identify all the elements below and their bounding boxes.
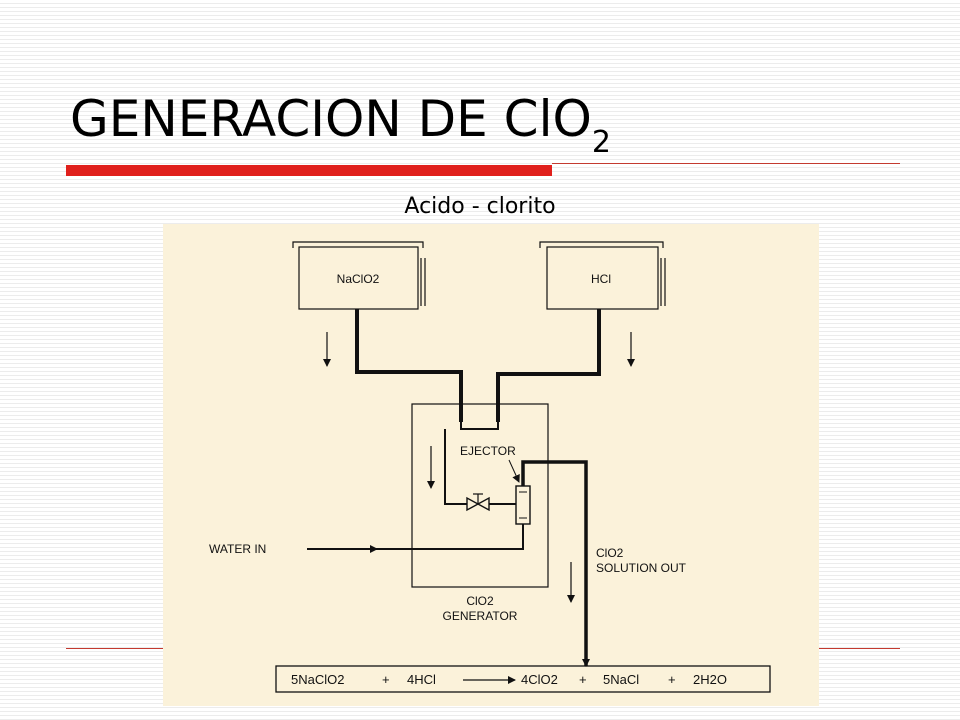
equation-box <box>275 665 771 693</box>
slide-title: GENERACION DE ClO2 <box>70 94 611 158</box>
equation-product-1: 4ClO2 <box>521 672 558 687</box>
title-underline-thin <box>552 163 900 164</box>
clo2-generator-diagram: NaClO2 HCl EJECTOR <box>163 224 819 706</box>
slide-title-main: GENERACION DE ClO <box>70 90 592 148</box>
ejector-pointer <box>508 459 520 483</box>
water-in-line <box>307 524 524 550</box>
ejector-label: EJECTOR <box>460 444 516 458</box>
generator-label-2: GENERATOR <box>443 609 518 623</box>
diagram-canvas: NaClO2 HCl EJECTOR <box>209 241 771 693</box>
pipe-hcl <box>496 309 601 422</box>
valve-icon <box>466 493 490 512</box>
water-in-label: WATER IN <box>209 542 266 556</box>
equation-plus-1: + <box>382 672 390 687</box>
equation-reactant-1: 5NaClO2 <box>291 672 344 687</box>
reaction-equation: 5NaClO2 + 4HCl 4ClO2 + 5NaCl + 2H2O <box>291 672 727 687</box>
tank-hcl-lid <box>539 241 664 248</box>
pipe-naclo2 <box>355 309 463 422</box>
tank-hcl-label: HCl <box>591 272 611 286</box>
equation-reactant-2: 4HCl <box>407 672 436 687</box>
equation-product-3: 2H2O <box>693 672 727 687</box>
solution-out-line <box>521 460 588 666</box>
solution-out-label-1: ClO2 <box>596 546 624 560</box>
tank-naclo2-lid <box>292 241 424 248</box>
solution-out-label-2: SOLUTION OUT <box>596 561 687 575</box>
equation-plus-3: + <box>668 672 676 687</box>
title-underline-thick <box>66 165 552 176</box>
equation-plus-2: + <box>579 672 587 687</box>
generator-inlet-loop <box>460 422 499 430</box>
generator-label-1: ClO2 <box>466 594 494 608</box>
tank-hcl: HCl <box>539 241 666 310</box>
equation-product-2: 5NaCl <box>603 672 639 687</box>
slide-subtitle: Acido - clorito <box>404 194 556 219</box>
tank-naclo2-label: NaClO2 <box>337 272 380 286</box>
tank-naclo2: NaClO2 <box>292 241 426 310</box>
generator-box <box>411 403 549 588</box>
slide-title-subscript: 2 <box>591 125 611 160</box>
tank-hcl-body <box>546 246 659 310</box>
feed-line <box>444 429 467 505</box>
